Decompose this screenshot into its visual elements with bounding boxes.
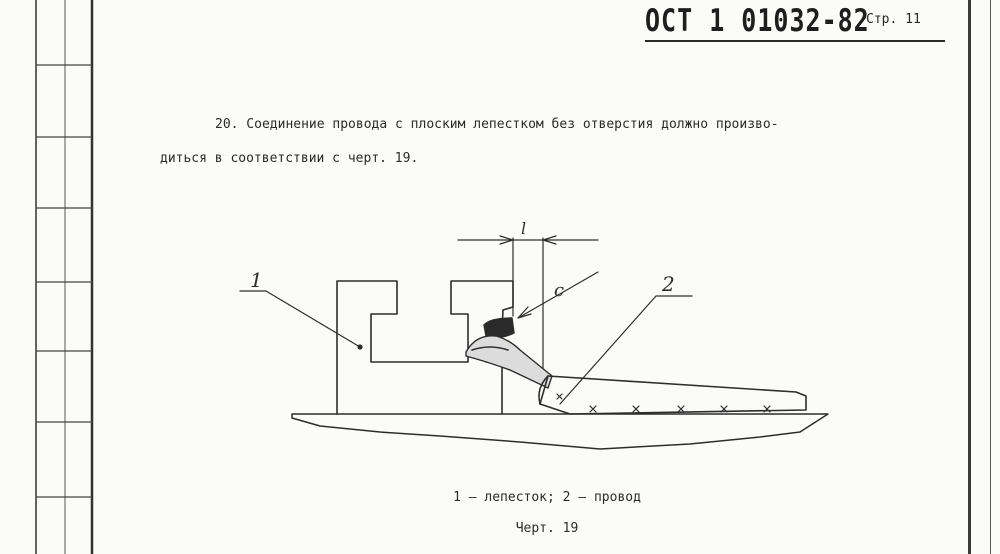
label-l: l [521,220,526,238]
paragraph-line-2: диться в соответствии с черт. 19. [160,151,419,166]
leader-2 [559,295,693,405]
wire-lead [465,335,553,389]
document-code: ОСТ 1 01032-82 [645,2,870,39]
page-number: Стр. 11 [866,12,921,27]
paragraph-20: 20. Соединение провода с плоским лепестк… [160,108,920,176]
base-board [291,413,829,450]
header-underline [645,40,945,42]
figure-title: Черт. 19 [515,521,579,536]
wire-stitches [556,393,771,413]
paragraph-line-1: 20. Соединение провода с плоским лепестк… [215,117,779,132]
margin-stamp-grid [35,0,94,554]
label-2: 2 [661,272,675,296]
leader-1 [239,290,361,348]
figure-legend: 1 – лепесток; 2 – провод [453,490,641,505]
solder-cap [483,317,515,339]
label-1: 1 [250,268,263,292]
right-frame-border [968,0,971,554]
right-frame-edge [990,0,991,554]
label-c: c [554,280,564,301]
drawing-19: 1 2 l c [239,220,829,450]
leader-c [517,271,599,319]
